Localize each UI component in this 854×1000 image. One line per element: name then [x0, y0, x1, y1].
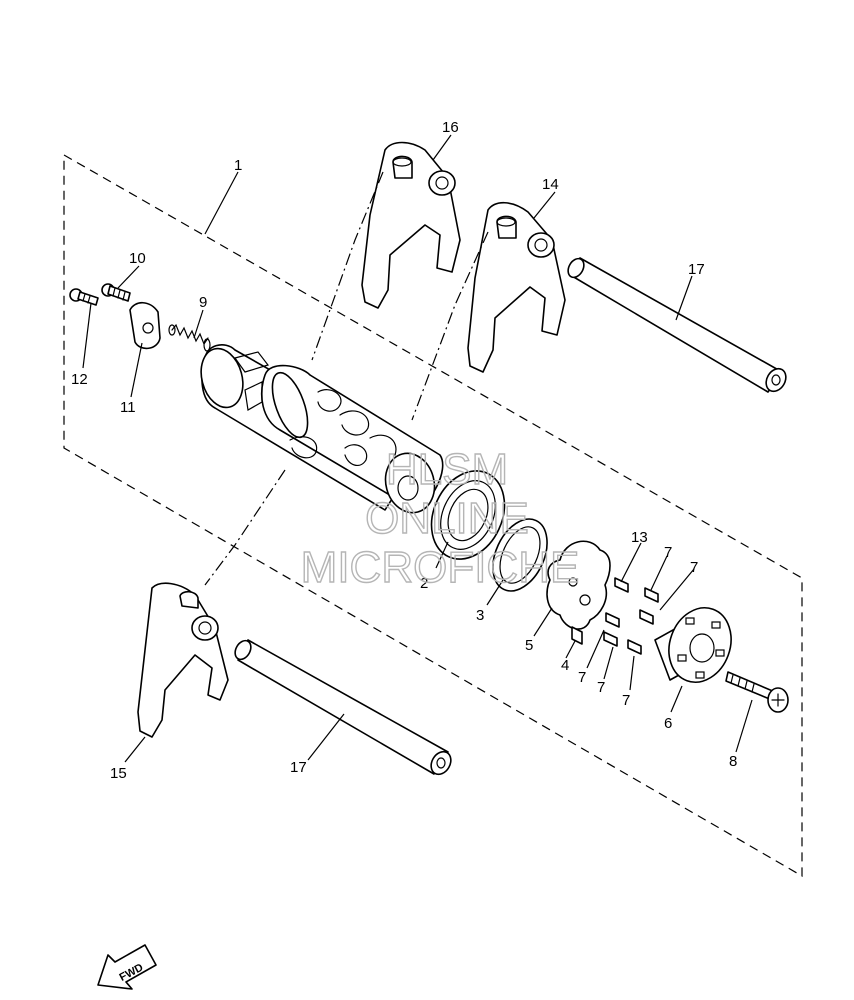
callout-7a: 7: [664, 544, 672, 561]
callout-8: 8: [729, 753, 737, 770]
pin-7d[interactable]: [603, 631, 618, 647]
callout-4: 4: [561, 657, 569, 674]
callout-13: 13: [631, 529, 648, 546]
watermark-line-1: HLSM: [386, 445, 508, 494]
callout-7d: 7: [597, 679, 605, 696]
assembly-boundary: [63, 153, 803, 878]
callout-7b: 7: [690, 559, 698, 576]
callout-11: 11: [120, 399, 136, 416]
callout-2: 2: [420, 575, 428, 592]
alignment-lines: [204, 171, 489, 586]
drum-stopper[interactable]: [654, 599, 741, 691]
leader-lines: [82, 134, 753, 763]
segment[interactable]: [546, 540, 611, 630]
callout-5: 5: [525, 637, 533, 654]
callout-17a: 17: [688, 261, 705, 278]
shift-fork-15[interactable]: [137, 582, 229, 738]
pin-7c[interactable]: [605, 612, 620, 628]
bearing[interactable]: [418, 459, 519, 571]
callout-labels: 1 2 3 4 5 6 7 7 7 7 7 8 9 10 11 12 13 14…: [71, 119, 737, 782]
callout-7e: 7: [622, 692, 630, 709]
watermark: HLSM ONLINE MICROFICHE: [300, 444, 580, 592]
callout-15: 15: [110, 765, 127, 782]
callout-6: 6: [664, 715, 672, 732]
stopper-lever[interactable]: [129, 301, 161, 350]
watermark-line-2: ONLINE: [365, 494, 529, 543]
callout-16: 16: [442, 119, 459, 136]
circlip[interactable]: [482, 510, 558, 599]
spring[interactable]: [168, 323, 211, 352]
callout-7c: 7: [578, 669, 586, 686]
callout-12: 12: [71, 371, 88, 388]
bolt-10[interactable]: [101, 283, 131, 302]
callout-14: 14: [542, 176, 559, 193]
pin-7e[interactable]: [627, 639, 642, 655]
callout-3: 3: [476, 607, 484, 624]
callout-1: 1: [234, 157, 242, 174]
pin-7a[interactable]: [644, 587, 659, 603]
callout-17b: 17: [290, 759, 307, 776]
watermark-line-3: MICROFICHE: [301, 543, 580, 592]
pin-13[interactable]: [614, 577, 629, 593]
pin-7b[interactable]: [639, 609, 654, 625]
shift-drum[interactable]: [195, 344, 444, 518]
guide-bar-lower[interactable]: [232, 638, 455, 778]
shift-fork-16[interactable]: [361, 141, 461, 309]
bolt-12[interactable]: [69, 288, 99, 306]
callout-9: 9: [199, 294, 207, 311]
fwd-direction-badge: FWD: [97, 944, 157, 990]
screw[interactable]: [725, 671, 789, 713]
callout-10: 10: [129, 250, 146, 267]
guide-bar-upper[interactable]: [565, 256, 790, 395]
shift-fork-14[interactable]: [467, 201, 566, 373]
dowel-pin-4[interactable]: [571, 626, 583, 645]
